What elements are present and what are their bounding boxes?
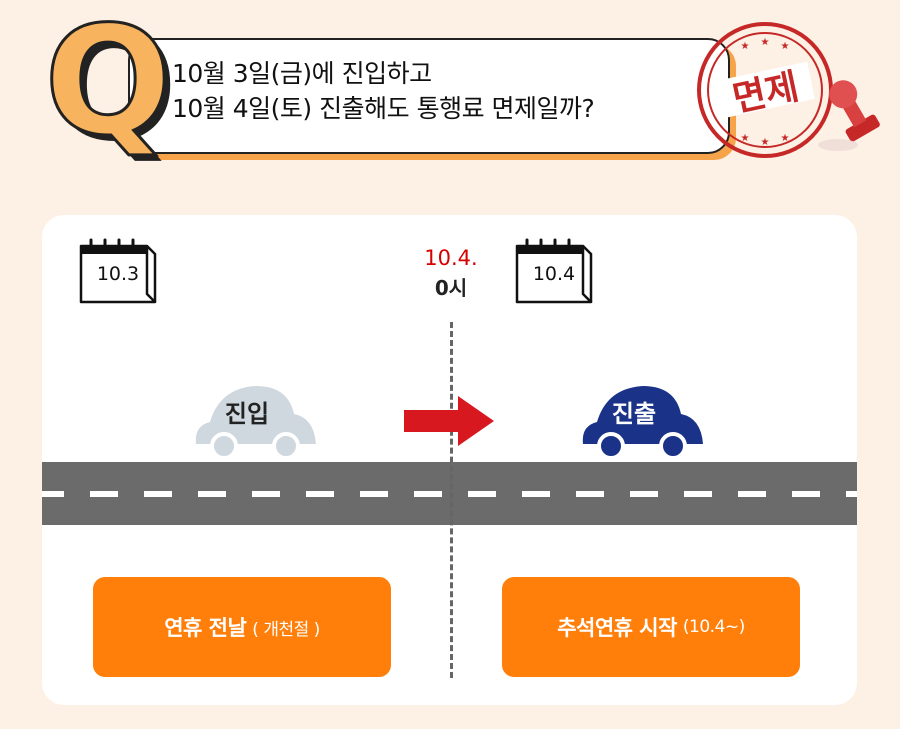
entry-car: 진입 (190, 380, 320, 460)
divider-line (450, 322, 453, 678)
exit-car: 진출 (577, 380, 707, 460)
calendar-left-label: 10.3 (96, 263, 140, 285)
svg-text:★: ★ (781, 41, 790, 52)
right-badge-sub: (10.4~) (682, 617, 745, 637)
road-lane-markings (42, 491, 857, 497)
calendar-right-label: 10.4 (532, 263, 576, 285)
svg-text:Q: Q (50, 5, 178, 170)
car-icon (195, 386, 316, 460)
svg-text:면제: 면제 (729, 66, 802, 120)
left-badge: 연휴 전날 ( 개천절 ) (93, 577, 391, 677)
right-arrow-icon (404, 396, 494, 446)
calendar-icon (79, 238, 157, 304)
question-line-1: 10월 3일(금)에 진입하고 (172, 59, 432, 88)
svg-text:Q: Q (44, 5, 172, 169)
svg-text:★: ★ (741, 41, 750, 52)
question-card (128, 38, 730, 154)
calendar-left: 10.3 (77, 238, 163, 308)
entry-label: 진입 (224, 400, 270, 428)
svg-text:★: ★ (741, 133, 750, 144)
divider-time: 0시 (434, 276, 468, 300)
left-badge-sub: ( 개천절 ) (252, 619, 320, 640)
question-line-2: 10월 4일(토) 진출해도 통행료 면제일까? (172, 94, 595, 123)
calendar-right: 10.4 (513, 238, 599, 308)
svg-text:★: ★ (761, 137, 770, 148)
svg-text:★: ★ (761, 37, 770, 48)
right-badge: 추석연휴 시작 (10.4~) (502, 577, 800, 677)
right-badge-main: 추석연휴 시작 (557, 616, 677, 640)
question-text: 10월 3일(금)에 진입하고 10월 4일(토) 진출해도 통행료 면제일까? (172, 56, 595, 126)
calendar-icon (515, 238, 593, 304)
stamp-icon: ★ ★ ★ ★ ★ ★ 면제 (697, 22, 880, 158)
exit-label: 진출 (611, 400, 657, 428)
divider-date: 10.4. (424, 246, 478, 270)
car-icon (582, 386, 703, 460)
svg-text:★: ★ (781, 133, 790, 144)
q-letter-icon: Q Q (43, 5, 178, 170)
left-badge-main: 연휴 전날 (164, 616, 247, 640)
